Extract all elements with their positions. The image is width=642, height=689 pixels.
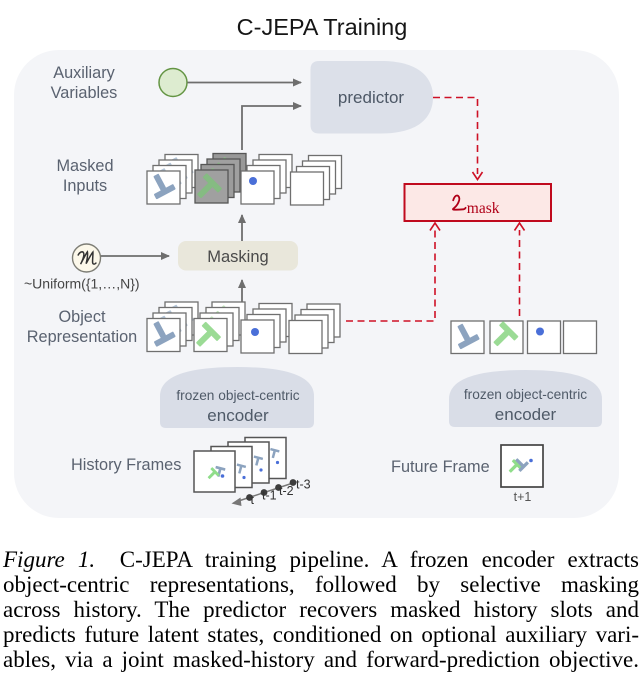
svg-text:frozen object-centric: frozen object-centric bbox=[464, 387, 587, 402]
svg-text:t-3: t-3 bbox=[296, 478, 311, 492]
svg-text:frozen object-centric: frozen object-centric bbox=[176, 388, 299, 403]
svg-text:encoder: encoder bbox=[495, 405, 557, 424]
svg-text:t: t bbox=[251, 493, 255, 507]
svg-text:predictor: predictor bbox=[338, 88, 404, 107]
svg-text:~Uniform({1,…,N}): ~Uniform({1,…,N}) bbox=[24, 276, 140, 292]
svg-text:Masking: Masking bbox=[207, 248, 268, 266]
svg-text:t-1: t-1 bbox=[262, 489, 277, 503]
svg-text:encoder: encoder bbox=[207, 406, 269, 425]
svg-text:t-2: t-2 bbox=[279, 484, 294, 498]
svg-text:t+1: t+1 bbox=[514, 490, 532, 504]
svg-text:mask: mask bbox=[467, 200, 500, 217]
